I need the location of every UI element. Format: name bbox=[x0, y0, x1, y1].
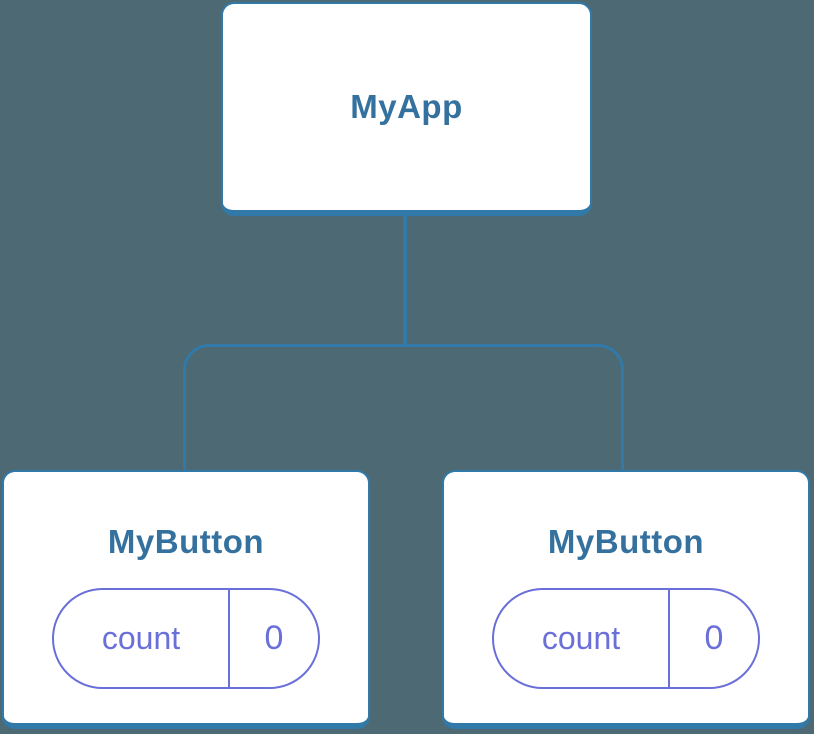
state-key-left: count bbox=[54, 590, 230, 687]
tree-node-myapp: MyApp bbox=[221, 2, 592, 216]
node-label-myapp: MyApp bbox=[350, 88, 463, 125]
connector-bracket bbox=[183, 344, 624, 471]
state-pill-left: count 0 bbox=[52, 588, 320, 689]
tree-node-mybutton-right: MyButton count 0 bbox=[442, 470, 810, 729]
connector-stem bbox=[403, 216, 407, 346]
tree-node-mybutton-left: MyButton count 0 bbox=[2, 470, 370, 729]
state-value-left: 0 bbox=[264, 619, 284, 657]
state-key-right: count bbox=[494, 590, 670, 687]
node-label-mybutton-left: MyButton bbox=[107, 523, 265, 560]
node-label-mybutton-right: MyButton bbox=[547, 523, 705, 560]
state-pill-right: count 0 bbox=[492, 588, 760, 689]
state-value-right: 0 bbox=[704, 619, 724, 657]
